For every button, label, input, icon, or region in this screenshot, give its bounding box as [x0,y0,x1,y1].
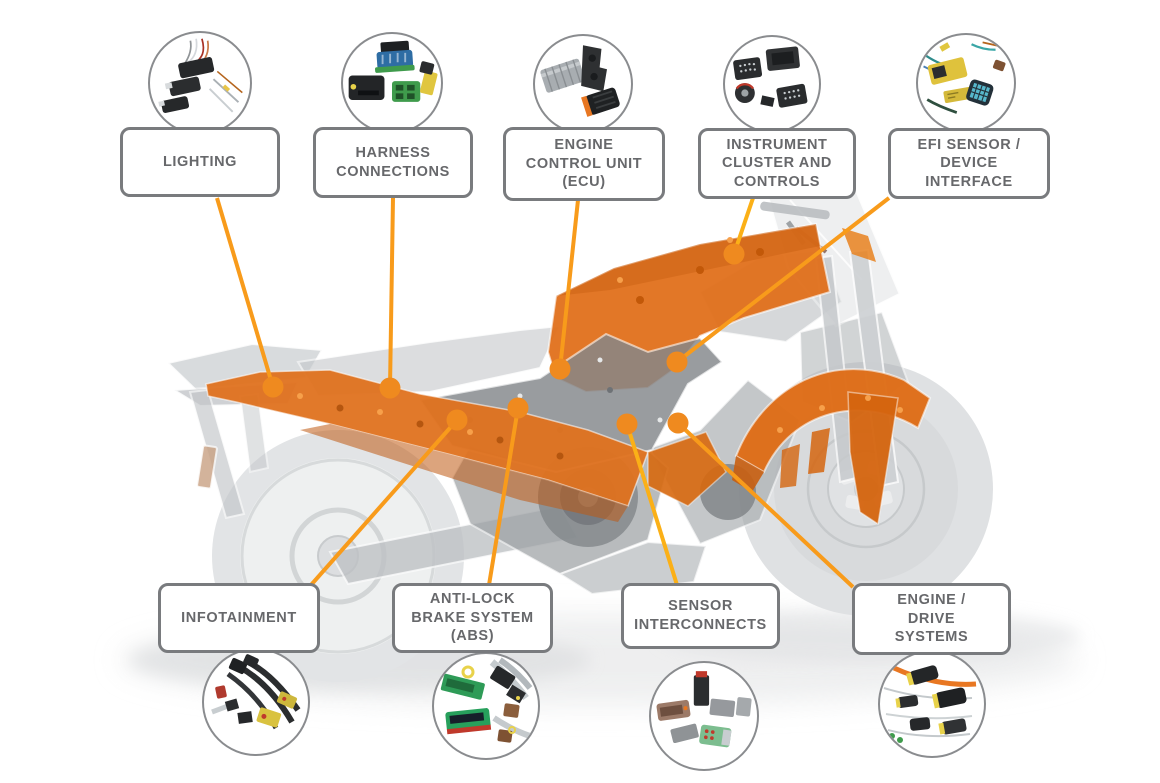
lead-line-infotainment [309,418,459,587]
hotspot-dot-anti-lock-brake [507,397,529,419]
callout-label: (ECU) [562,174,606,191]
hotspot-dot-efi-sensor [666,351,688,373]
callout-box-anti-lock-brake[interactable]: ANTI-LOCK BRAKE SYSTEM (ABS) [392,583,553,653]
harness-connectors-icon [348,40,438,102]
callout-label: SENSOR [668,598,733,615]
callout-label: INTERCONNECTS [634,617,767,633]
abs-connectors-photo [432,652,540,760]
engine-drive-connectors-icon [883,665,977,743]
callout-label: BRAKE SYSTEM [411,609,534,626]
callout-label: LIGHTING [162,153,238,170]
callout-label: CONTROLS [733,173,821,190]
abs-connectors-icon [440,657,533,743]
front-fender [732,368,932,526]
hotspot-dot-instrument-cluster [723,243,745,265]
efi-sensor-connectors-photo [916,33,1016,133]
callout-box-engine-control-unit[interactable]: ENGINE CONTROL UNIT (ECU) [503,127,665,201]
callout-label: HARNESS [355,144,431,161]
callout-label: INFOTAINMENT [181,609,297,626]
lead-line-engine-drive [676,421,855,589]
lead-line-anti-lock-brake [487,407,520,586]
callout-label: CONNECTIONS [336,163,450,180]
lead-line-lighting [215,197,275,388]
callout-label: ANTI-LOCK [429,591,516,608]
hotspot-dot-engine-drive [667,412,689,434]
lead-line-engine-control-unit [558,199,580,370]
callout-box-engine-drive[interactable]: ENGINE / DRIVE SYSTEMS [852,583,1011,655]
hotspot-dot-sensor-interconnects [616,413,638,435]
callout-label: CONTROL UNIT [525,155,643,172]
callout-label: INSTRUMENT [726,136,828,153]
callout-label: CLUSTER AND [722,155,832,172]
lighting-connectors-photo [148,31,252,135]
harness-connectors-photo [341,32,443,134]
lead-line-sensor-interconnects [625,423,679,586]
callout-label: (ABS) [450,628,495,645]
lighting-connectors-icon [158,38,243,113]
hotspot-dot-engine-control-unit [549,358,571,380]
callout-box-instrument-cluster[interactable]: INSTRUMENT CLUSTER AND CONTROLS [698,128,856,199]
callout-label: INTERFACE [925,173,1013,190]
efi-sensor-connectors-icon [923,41,1006,114]
callout-label: DRIVE [907,610,956,627]
ecu-connectors-photo [533,34,633,134]
callout-box-infotainment[interactable]: INFOTAINMENT [158,583,320,653]
lead-line-efi-sensor [675,196,891,364]
hotspot-dot-harness-connections [379,377,401,399]
callout-label: SYSTEMS [894,629,969,646]
hotspot-dot-lighting [262,376,284,398]
instrument-cluster-connectors-icon [733,46,808,108]
instrument-cluster-connectors-photo [723,35,821,133]
callout-box-harness-connections[interactable]: HARNESS CONNECTIONS [313,127,473,198]
callout-label: ENGINE [554,137,614,154]
infotainment-connectors-photo [202,648,310,756]
callout-label: EFI SENSOR / [917,136,1021,153]
callout-label: ENGINE / [897,592,966,609]
sensor-interconnect-connectors-photo [649,661,759,771]
sensor-interconnect-connectors-icon [656,671,752,748]
ecu-connectors-icon [540,45,620,117]
callout-box-lighting[interactable]: LIGHTING [120,127,280,197]
callout-box-sensor-interconnects[interactable]: SENSOR INTERCONNECTS [621,583,780,649]
callout-box-efi-sensor[interactable]: EFI SENSOR / DEVICE INTERFACE [888,128,1050,199]
callout-label: DEVICE [940,155,998,172]
hotspot-dot-infotainment [446,409,468,431]
infotainment-connectors-icon [211,654,301,730]
engine-drive-connectors-photo [878,650,986,758]
lead-line-harness-connections [388,197,395,389]
